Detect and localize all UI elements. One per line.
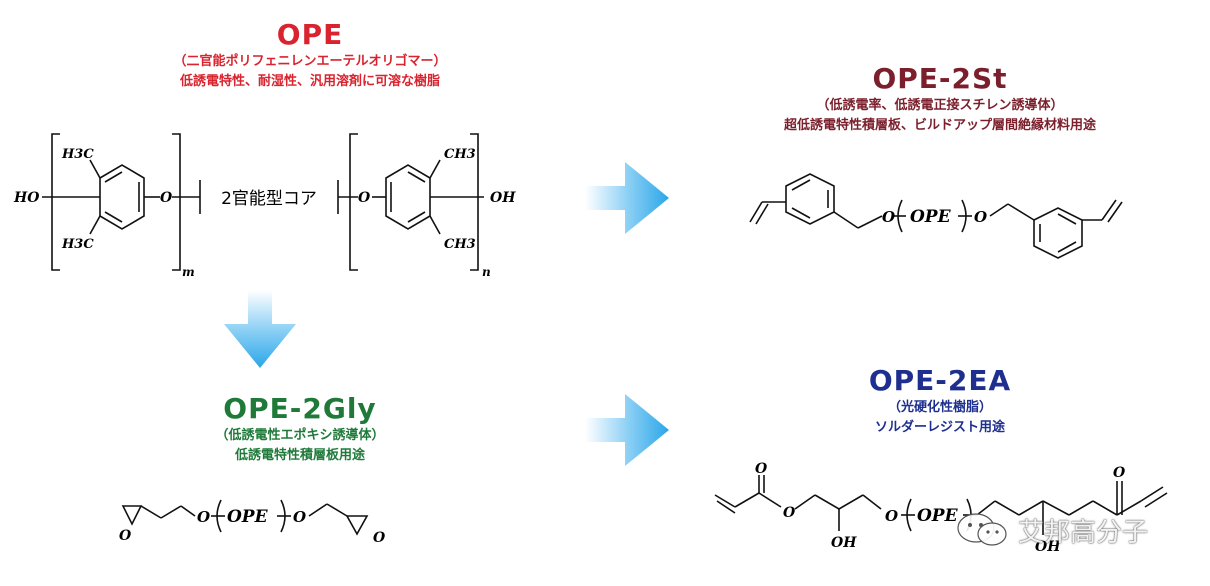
- ope-2gly-ope-label: OPE: [227, 507, 269, 527]
- ope-2ea-o1-label: O: [885, 507, 898, 525]
- arrow-right-top-icon: [585, 162, 669, 234]
- ope-2st-subtitle-2: 超低誘電特性積層板、ビルドアップ層間絶縁材料用途: [783, 118, 1096, 133]
- ope-2st-o2-label: O: [974, 208, 987, 226]
- ope-ch3-bottom-label: CH3: [444, 237, 476, 252]
- ope-2ea-oh-right-label: OH: [1035, 539, 1061, 555]
- ope-2ea-structure: O O OH O OPE OH O: [714, 461, 1168, 555]
- ope-2st-o1-label: O: [882, 208, 895, 226]
- ope-structure: HO H3C H3C O 2官能型コア O CH3 CH3 OH m n: [13, 133, 516, 279]
- ope-core-label: 2官能型コア: [221, 189, 317, 209]
- watermark: 艾邦高分子: [956, 510, 1148, 550]
- ope-ho-label: HO: [13, 190, 40, 206]
- ope-h3c-bottom-label: H3C: [61, 237, 94, 252]
- ope-2st-subtitle-1: （低誘電率、低誘電正接スチレン誘導体）: [816, 98, 1064, 113]
- ope-2ea-o-carbonyl-right-label: O: [1113, 465, 1126, 481]
- ope-subtitle-1: （二官能ポリフェニレンエーテルオリゴマー）: [173, 54, 447, 69]
- ope-2st-ope-label: OPE: [910, 207, 952, 227]
- ope-header: OPE （二官能ポリフェニレンエーテルオリゴマー） 低誘電特性、耐湿性、汎用溶剤…: [130, 18, 490, 92]
- ope-2gly-o-epoxy2-label: O: [373, 530, 386, 546]
- ope-o-left-label: O: [160, 190, 173, 206]
- ope-2gly-o1-label: O: [197, 508, 210, 526]
- ope-2ea-header: OPE-2EA （光硬化性樹脂） ソルダーレジスト用途: [760, 364, 1120, 438]
- ope-2gly-o2-label: O: [293, 508, 306, 526]
- ope-2st-structure: O OPE O: [749, 173, 1123, 259]
- ope-title: OPE: [276, 18, 344, 51]
- wechat-icon: [957, 513, 1007, 546]
- ope-oh-label: OH: [490, 190, 516, 206]
- arrow-down-icon: [224, 290, 296, 368]
- ope-2gly-structure: O O OPE O O: [119, 499, 386, 546]
- ope-subtitle-2: 低誘電特性、耐湿性、汎用溶剤に可溶な樹脂: [179, 74, 440, 89]
- arrow-right-bottom-icon: [585, 394, 669, 466]
- ope-2ea-o-ester-left-label: O: [783, 505, 796, 521]
- ope-h3c-top-label: H3C: [61, 147, 94, 162]
- ope-sub-n-label: n: [482, 265, 491, 279]
- ope-2gly-subtitle-2: 低誘電特性積層板用途: [234, 448, 365, 463]
- ope-2ea-subtitle-2: ソルダーレジスト用途: [874, 420, 1005, 435]
- ope-2ea-oh-left-label: OH: [831, 535, 857, 551]
- ope-2gly-title: OPE-2Gly: [223, 392, 377, 425]
- ope-2ea-ope-label: OPE: [917, 506, 959, 526]
- ope-2gly-o-epoxy1-label: O: [119, 528, 132, 544]
- ope-2st-header: OPE-2St （低誘電率、低誘電正接スチレン誘導体） 超低誘電特性積層板、ビル…: [700, 62, 1180, 136]
- ope-2ea-subtitle-1: （光硬化性樹脂）: [887, 400, 992, 415]
- ope-2st-title: OPE-2St: [872, 62, 1008, 95]
- ope-2ea-o-carbonyl-left-label: O: [755, 461, 768, 477]
- ope-o-right-label: O: [358, 190, 371, 206]
- watermark-text: 艾邦高分子: [1018, 517, 1149, 548]
- ope-2ea-title: OPE-2EA: [868, 364, 1012, 397]
- ope-2gly-subtitle-1: （低誘電性エポキシ誘導体）: [215, 428, 385, 443]
- ope-ch3-top-label: CH3: [444, 147, 476, 162]
- ope-sub-m-label: m: [182, 265, 195, 279]
- ope-2gly-header: OPE-2Gly （低誘電性エポキシ誘導体） 低誘電特性積層板用途: [120, 392, 480, 466]
